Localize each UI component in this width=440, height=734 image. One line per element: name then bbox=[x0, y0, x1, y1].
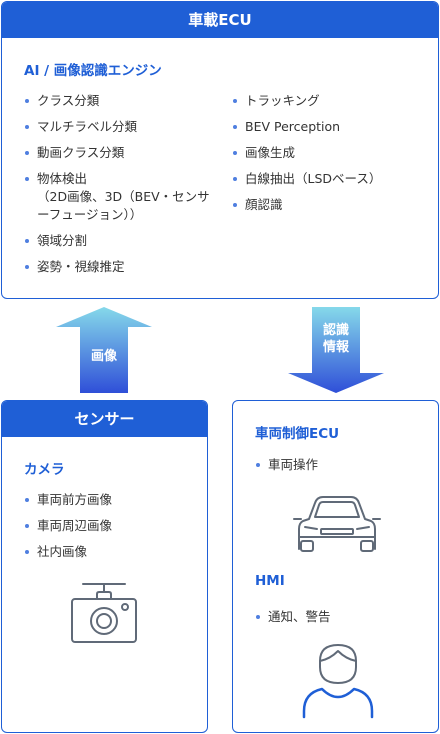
sensor-title: センサー bbox=[2, 401, 207, 437]
vehicle-control-title: 車両制御ECU bbox=[255, 426, 340, 442]
list-item: 白線抽出（LSDベース） bbox=[232, 170, 432, 188]
list-item: BEV Perception bbox=[232, 118, 432, 136]
ai-engine-list-left: クラス分類 マルチラベル分類 動画クラス分類 物体検出 （2D画像、3D（BEV… bbox=[24, 92, 214, 284]
sensor-box: センサー カメラ 車両前方画像 車両周辺画像 社内画像 bbox=[1, 400, 208, 733]
ai-engine-title: AI / 画像認識エンジン bbox=[24, 63, 162, 79]
vehicle-control-box: 車両制御ECU 車両操作 HMI 通知、警告 bbox=[232, 400, 439, 733]
list-item: マルチラベル分類 bbox=[24, 118, 214, 136]
recognition-down-arrow bbox=[288, 307, 384, 393]
list-item: 車両周辺画像 bbox=[24, 517, 199, 535]
list-item: 画像生成 bbox=[232, 144, 432, 162]
camera-section-title: カメラ bbox=[24, 462, 65, 478]
camera-icon bbox=[71, 583, 137, 643]
list-item: 通知、警告 bbox=[255, 608, 430, 626]
list-item: 物体検出 （2D画像、3D（BEV・センサーフュージョン）） bbox=[24, 170, 214, 224]
car-icon bbox=[293, 496, 381, 552]
ai-engine-list-right: トラッキング BEV Perception 画像生成 白線抽出（LSDベース） … bbox=[232, 92, 432, 222]
list-item: 顔認識 bbox=[232, 196, 432, 214]
list-item: 社内画像 bbox=[24, 543, 199, 561]
list-item: 車両前方画像 bbox=[24, 491, 199, 509]
image-arrow-label: 画像 bbox=[90, 349, 117, 364]
vehicle-ecu-box: 車載ECU AI / 画像認識エンジン クラス分類 マルチラベル分類 動画クラス… bbox=[1, 1, 439, 299]
list-item: 姿勢・視線推定 bbox=[24, 258, 214, 276]
list-item: 領域分割 bbox=[24, 232, 214, 250]
list-item: 動画クラス分類 bbox=[24, 144, 214, 162]
list-item: クラス分類 bbox=[24, 92, 214, 110]
list-item: トラッキング bbox=[232, 92, 432, 110]
vehicle-control-list: 車両操作 bbox=[255, 456, 430, 482]
person-icon bbox=[302, 644, 374, 719]
hmi-list: 通知、警告 bbox=[255, 608, 430, 634]
list-item: 車両操作 bbox=[255, 456, 430, 474]
recognition-arrow-label: 認識 情報 bbox=[322, 323, 349, 355]
hmi-title: HMI bbox=[255, 573, 285, 589]
vehicle-ecu-title: 車載ECU bbox=[2, 2, 438, 38]
image-up-arrow bbox=[56, 307, 152, 393]
camera-list: 車両前方画像 車両周辺画像 社内画像 bbox=[24, 491, 199, 569]
